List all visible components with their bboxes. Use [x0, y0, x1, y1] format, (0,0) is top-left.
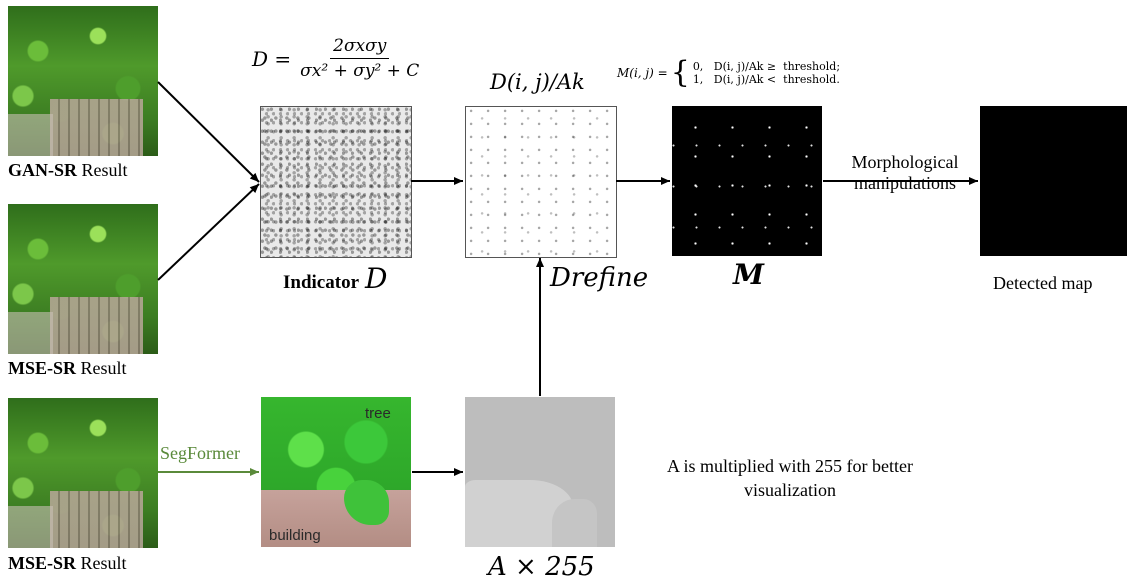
d-refine-label: Drefine [550, 263, 649, 293]
mse-sr-caption-2: MSE-SR Result [8, 553, 127, 573]
indicator-label: Indicator D [283, 262, 388, 295]
segformer-label: SegFormer [160, 443, 240, 463]
refined-d-map [465, 106, 617, 258]
mask-m-map [672, 106, 822, 256]
mask-formula: M(i, j) = { 0, D(i, j)/Ak ≥ threshold; 1… [617, 55, 841, 90]
detected-map [980, 106, 1127, 256]
morph-label: Morphological manipulations [851, 152, 959, 193]
mse-sr-image-2 [8, 398, 158, 548]
a-map [465, 397, 615, 547]
arrow-gan-to-indicator [157, 81, 260, 183]
a-map-note: A is multiplied with 255 for better visu… [667, 456, 913, 500]
seg-building-label: building [269, 527, 321, 544]
seg-tree-label: tree [365, 405, 391, 422]
formula-d: D = 2σxσy σx² + σy² + C [252, 36, 420, 81]
refine-formula: D(i, j)/Ak [490, 70, 585, 94]
gan-sr-caption: GAN-SR Result [8, 160, 128, 180]
segmentation-map: tree building [261, 397, 411, 547]
gan-sr-image [8, 6, 158, 156]
indicator-d-map [260, 106, 412, 258]
detected-label: Detected map [993, 273, 1093, 293]
arrow-mse-to-indicator [157, 183, 260, 281]
mask-label: M [733, 258, 764, 291]
mse-sr-caption: MSE-SR Result [8, 358, 127, 378]
a-map-label: A × 255 [488, 552, 595, 582]
mse-sr-image [8, 204, 158, 354]
